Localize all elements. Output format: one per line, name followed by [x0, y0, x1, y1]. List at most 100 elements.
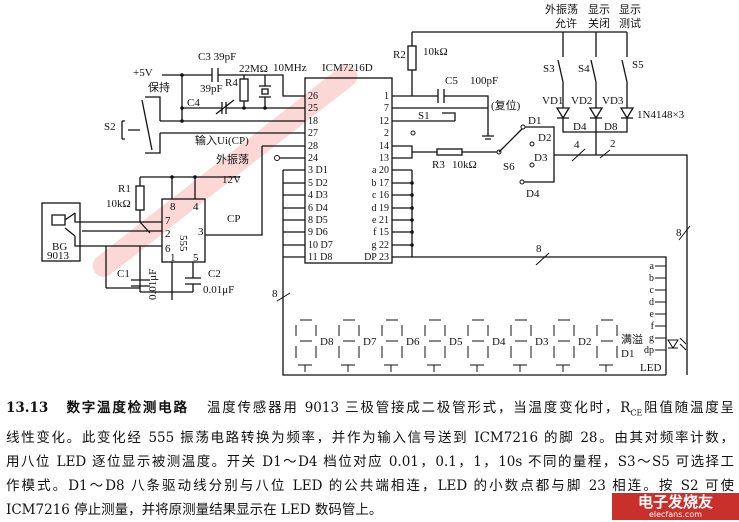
cp-label: CP [227, 213, 240, 225]
svg-text:R2: R2 [393, 49, 406, 61]
digit-bus: 8 [272, 169, 666, 376]
caption-line: 作模式。D1～D8 八条驱动线分别与八位 LED 的公共端相连，LED 的小数点… [6, 477, 734, 494]
ext-osc-terminal[interactable] [274, 155, 280, 161]
svg-text:e: e [650, 309, 655, 320]
caption-line: 用八位 LED 逐位显示被测温度。开关 D1～D4 档位对应 0.01，0.1，… [6, 453, 734, 470]
svg-text:10kΩ: 10kΩ [452, 159, 477, 171]
led-symbol [667, 337, 687, 351]
caption-line: 线性变化。此变化经 555 振荡电路转换为频率，并作为输入信号送到 ICM721… [6, 429, 734, 446]
figure-number: 13.13 [6, 400, 49, 416]
svg-text:4: 4 [574, 139, 580, 151]
svg-text:D7: D7 [363, 336, 377, 348]
svg-text:8: 8 [676, 227, 682, 239]
s2-label: S2 [104, 121, 116, 133]
pin-label: 1 [384, 91, 389, 102]
c1-value: 0.01μF [147, 269, 159, 300]
pin-label: 18 [308, 116, 318, 127]
svg-text:3: 3 [198, 226, 204, 238]
svg-text:S5: S5 [632, 59, 644, 71]
input-label: 输入Ui(CP) [195, 133, 249, 147]
left-pin-labels: 26 25 18 27 28 24 3 D1 5 D2 4 D3 6 D4 8 … [308, 91, 333, 263]
d1-label: D1 [621, 348, 634, 360]
bg-value: 9013 [47, 250, 70, 262]
svg-text:D2: D2 [538, 132, 551, 144]
pin-label: 7 [384, 103, 389, 114]
led-displays [295, 319, 618, 372]
pin-label: 9 D6 [308, 227, 328, 238]
pin-label: 26 [308, 91, 318, 102]
pin-label: a 20 [372, 165, 389, 176]
pin-label: c 16 [372, 190, 389, 201]
svg-text:6: 6 [165, 243, 171, 255]
svg-text:b: b [649, 273, 654, 284]
right-pin-labels: 1 7 12 2 14 13 a 20 b 17 c 16 d 19 e 21 … [364, 91, 389, 263]
svg-text:7: 7 [165, 215, 171, 227]
svg-text:a: a [650, 261, 655, 272]
svg-text:R3: R3 [432, 159, 445, 171]
svg-text:d: d [649, 297, 654, 308]
svg-text:D2: D2 [578, 336, 591, 348]
svg-text:2: 2 [610, 138, 616, 150]
svg-text:D6: D6 [406, 336, 420, 348]
pin-label: 24 [308, 153, 318, 164]
bus-width-label: 8 [536, 243, 542, 255]
c1-label: C1 [117, 268, 130, 280]
svg-text:D3: D3 [535, 336, 549, 348]
r1-value: 10kΩ [106, 198, 131, 210]
bus-width-label: 8 [272, 288, 278, 300]
svg-text:c: c [650, 285, 655, 296]
oscillator-section: +5V 保持 C3 39pF 39pF C4 22MΩ R4 10MHz [133, 51, 307, 123]
pin-label: e 21 [372, 215, 389, 226]
led-label: LED [640, 362, 661, 374]
c2-label: C2 [208, 268, 221, 280]
12v-label: 12V [222, 174, 241, 186]
chip-label: ICM7216D [322, 62, 373, 74]
watermark [92, 65, 358, 277]
pin-label: 2 [384, 128, 389, 139]
svg-text:D4: D4 [492, 336, 506, 348]
pin-label: 12 [379, 116, 389, 127]
svg-text:S4: S4 [578, 63, 590, 75]
r4-resistor [239, 78, 249, 102]
svg-text:C5: C5 [445, 75, 458, 87]
svg-text:1: 1 [170, 252, 176, 264]
r1-label: R1 [118, 183, 131, 195]
pin-label: d 19 [372, 203, 390, 214]
caption-line: ICM7216 停止测量，并将原测量结果显示在 LED 数码管上。 [6, 501, 383, 518]
hold-switch-s2[interactable]: S2 [104, 96, 305, 154]
svg-text:S3: S3 [543, 63, 555, 75]
crystal-label: 10MHz [273, 62, 307, 74]
pin-label: 4 D3 [308, 190, 328, 201]
svg-text:100pF: 100pF [470, 75, 498, 87]
svg-text:4: 4 [193, 201, 199, 213]
pin-label: 13 [379, 153, 389, 164]
pin-label: 3 D1 [308, 165, 328, 176]
svg-text:D8: D8 [604, 121, 618, 133]
pin-label: 6 D4 [308, 203, 328, 214]
figure-title: 数字温度检测电路 [66, 400, 189, 416]
svg-text:5: 5 [193, 252, 199, 264]
pin-label: g 22 [372, 240, 390, 251]
svg-text:f: f [651, 321, 655, 332]
pin-label: 27 [308, 128, 318, 139]
r4-value: 22MΩ [239, 63, 268, 75]
svg-text:D3: D3 [534, 152, 548, 164]
pin-label: f 15 [373, 227, 389, 238]
pin-label: 11 D8 [308, 252, 332, 263]
555-label: 555 [177, 235, 189, 252]
figure-caption: 13.13 数字温度检测电路 温度传感器用 9013 三极管接成二极管形式，当温… [6, 396, 734, 522]
pin-label: 8 D5 [308, 215, 328, 226]
overflow-label: 满溢 [621, 332, 643, 346]
svg-text:显示: 显示 [588, 3, 610, 16]
svg-text:允许: 允许 [555, 16, 577, 30]
svg-text:VD2: VD2 [571, 95, 592, 107]
c3-label: C3 39pF [198, 51, 236, 63]
hold-label: 保持 [148, 80, 170, 94]
pin-label: b 17 [372, 178, 390, 189]
r3-resistor [436, 148, 463, 156]
c4-value: 39pF [200, 83, 223, 95]
